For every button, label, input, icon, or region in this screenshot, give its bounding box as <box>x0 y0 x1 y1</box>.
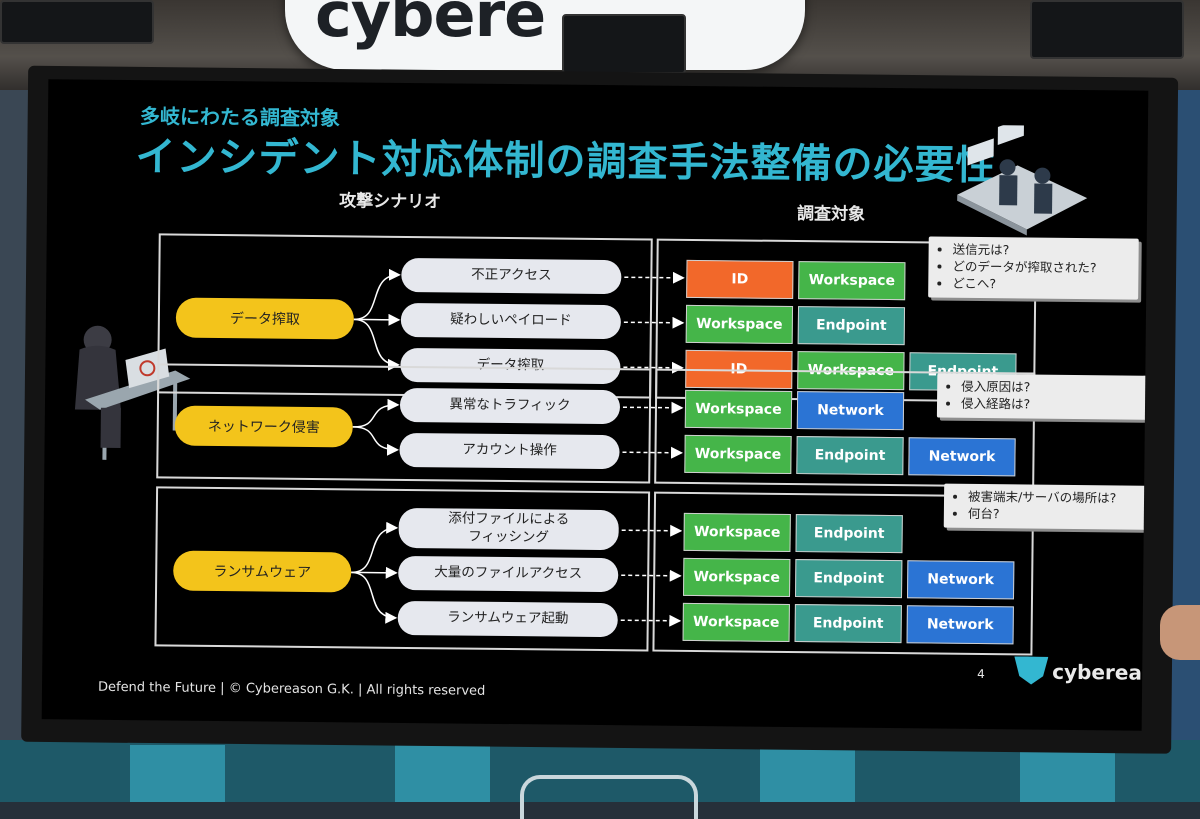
target-tag-network: Network <box>908 437 1015 476</box>
category-pill: データ搾取 <box>176 298 354 340</box>
presenter-hand <box>1160 605 1200 660</box>
callout-question: どのデータが搾取された? <box>952 259 1128 278</box>
target-tag-workspace: Workspace <box>685 390 792 429</box>
target-tag-endpoint: Endpoint <box>795 559 902 598</box>
target-tag-workspace: Workspace <box>684 435 791 474</box>
speaker-right <box>1030 0 1184 59</box>
question-callout: 被害端末/サーバの場所は?何台? <box>944 484 1149 530</box>
scenario-pill: 異常なトラフィック <box>400 388 620 424</box>
target-tag-workspace: Workspace <box>686 305 793 344</box>
brand-logo-text: cybereason <box>1052 660 1148 685</box>
counter-panel <box>1020 745 1115 802</box>
booth-sign: cybere <box>285 0 805 70</box>
scenario-pill: 添付ファイルによる フィッシング <box>398 508 618 550</box>
question-callout: 送信元は?どのデータが搾取された?どこへ? <box>928 236 1139 299</box>
target-tag-workspace: Workspace <box>683 513 790 552</box>
speaker-left <box>0 0 154 44</box>
category-pill: ランサムウェア <box>173 551 351 593</box>
target-tag-endpoint: Endpoint <box>798 306 905 345</box>
counter-panel <box>395 745 490 802</box>
question-callout: 侵入原因は?侵入経路は? <box>937 374 1148 420</box>
category-pill: ネットワーク侵害 <box>175 405 353 447</box>
target-tag-workspace: Workspace <box>683 603 790 642</box>
spotlight <box>562 14 686 74</box>
scenario-pill: 不正アクセス <box>401 258 621 294</box>
callout-question: 被害端末/サーバの場所は? <box>968 489 1148 508</box>
counter-logo <box>520 775 698 819</box>
scenario-pill: アカウント操作 <box>399 433 619 469</box>
callout-question: 侵入原因は? <box>961 379 1147 398</box>
scenario-pill: 疑わしいペイロード <box>401 303 621 339</box>
booth-sign-text: cybere <box>315 0 545 51</box>
counter-panel <box>760 745 855 802</box>
target-tag-endpoint: Endpoint <box>796 436 903 475</box>
callout-question: どこへ? <box>952 275 1128 294</box>
scenario-pill: ランサムウェア起動 <box>398 601 618 637</box>
slide-screen: 多岐にわたる調査対象 インシデント対応体制の調査手法整備の必要性 攻撃シナリオ … <box>42 79 1149 730</box>
target-tag-network: Network <box>797 391 904 430</box>
target-tag-workspace: Workspace <box>798 261 905 300</box>
target-tag-endpoint: Endpoint <box>795 514 902 553</box>
target-tag-workspace: Workspace <box>683 558 790 597</box>
counter-panel <box>130 745 225 802</box>
scenario-pill: 大量のファイルアクセス <box>398 556 618 592</box>
callout-question: 何台? <box>968 506 1149 525</box>
target-tag-network: Network <box>907 560 1014 599</box>
page-number: 4 <box>977 667 985 681</box>
callout-question: 侵入経路は? <box>961 396 1147 415</box>
callout-question: 送信元は? <box>953 242 1129 261</box>
target-tag-network: Network <box>907 605 1014 644</box>
target-tag-id: ID <box>686 260 793 299</box>
target-tag-endpoint: Endpoint <box>795 604 902 643</box>
